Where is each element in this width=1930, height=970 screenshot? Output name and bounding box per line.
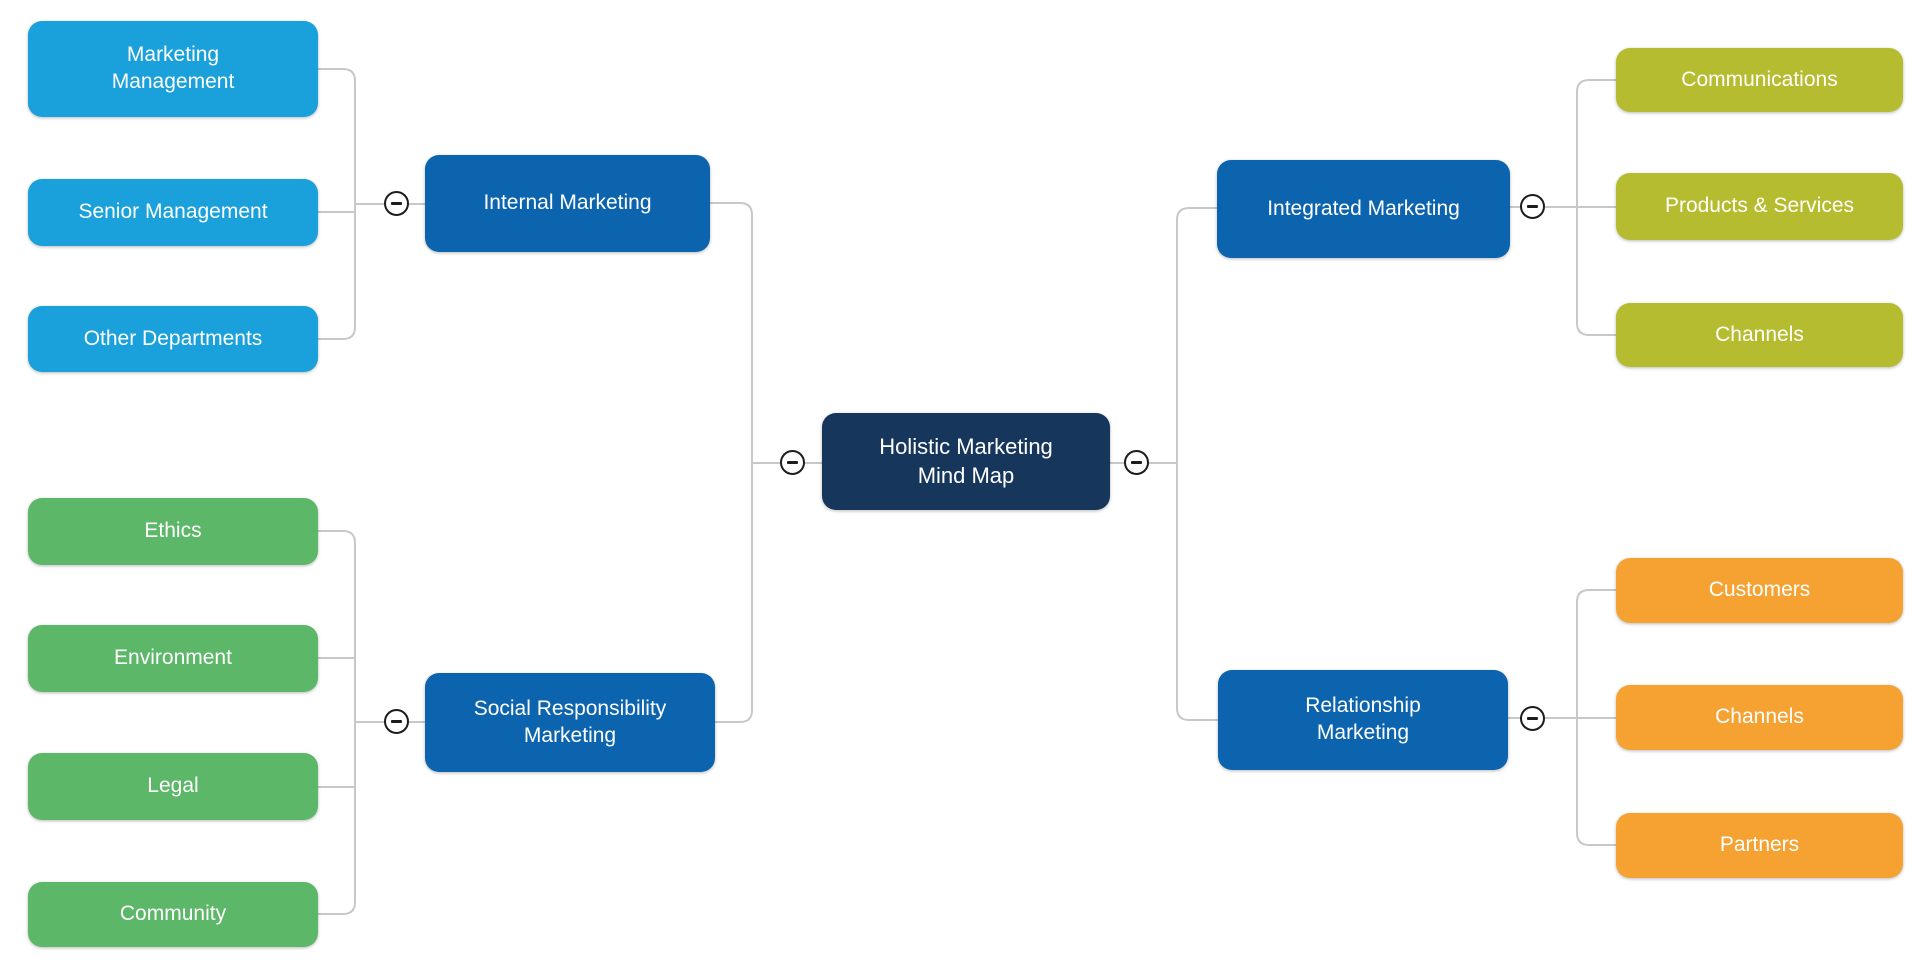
node-social-responsibility-marketing[interactable]: Social Responsibility Marketing (425, 673, 715, 772)
node-label: Communications (1681, 67, 1838, 91)
connector-integrated-children-trunk (1576, 79, 1616, 336)
node-integrated-marketing[interactable]: Integrated Marketing (1217, 160, 1510, 258)
node-customers[interactable]: Customers (1616, 558, 1903, 623)
node-partners[interactable]: Partners (1616, 813, 1903, 878)
node-label: Channels (1715, 322, 1804, 346)
node-relationship-marketing[interactable]: Relationship Marketing (1218, 670, 1508, 770)
minus-circle-icon (787, 461, 798, 464)
connector-relationship-children-trunk (1576, 589, 1616, 846)
node-marketing-management[interactable]: Marketing Management (28, 21, 318, 117)
node-label: Products & Services (1664, 194, 1855, 218)
node-other-departments[interactable]: Other Departments (28, 306, 318, 372)
node-label: Integrated Marketing (1267, 196, 1460, 220)
node-label: Community (119, 902, 227, 926)
minus-circle-icon (1527, 717, 1538, 720)
node-label: Ethics (144, 519, 202, 543)
minus-circle-icon (391, 202, 402, 205)
node-label: Social Responsibility Marketing (473, 696, 667, 747)
node-community[interactable]: Community (28, 882, 318, 947)
connector-internal-children-trunk (318, 68, 356, 340)
collapse-button-root-right[interactable] (1124, 450, 1149, 475)
minus-circle-icon (1131, 461, 1142, 464)
node-ethics[interactable]: Ethics (28, 498, 318, 565)
node-senior-management[interactable]: Senior Management (28, 179, 318, 246)
collapse-button-relationship-marketing[interactable] (1520, 706, 1545, 731)
collapse-button-root-left[interactable] (780, 450, 805, 475)
node-label: Channels (1715, 705, 1804, 729)
connector-left-main-trunk (710, 202, 753, 723)
connector-social-children-trunk (318, 530, 356, 915)
node-label: Senior Management (78, 200, 268, 224)
minus-circle-icon (391, 720, 402, 723)
node-label: Legal (147, 774, 199, 798)
node-environment[interactable]: Environment (28, 625, 318, 692)
node-channels-relationship[interactable]: Channels (1616, 685, 1903, 750)
node-label: Relationship Marketing (1305, 694, 1421, 744)
node-root-holistic-marketing[interactable]: Holistic Marketing Mind Map (822, 413, 1110, 510)
node-internal-marketing[interactable]: Internal Marketing (425, 155, 710, 252)
node-legal[interactable]: Legal (28, 753, 318, 820)
minus-circle-icon (1527, 205, 1538, 208)
collapse-button-integrated-marketing[interactable] (1520, 194, 1545, 219)
node-label: Other Departments (83, 326, 263, 350)
node-label: Environment (114, 646, 232, 670)
collapse-button-social-responsibility[interactable] (384, 709, 409, 734)
node-products-services[interactable]: Products & Services (1616, 173, 1903, 240)
node-label: Internal Marketing (483, 191, 652, 215)
collapse-button-internal-marketing[interactable] (384, 191, 409, 216)
node-label: Holistic Marketing Mind Map (879, 434, 1053, 488)
connector-right-main-trunk (1176, 207, 1218, 721)
node-communications[interactable]: Communications (1616, 48, 1903, 112)
node-channels-integrated[interactable]: Channels (1616, 303, 1903, 367)
node-label: Partners (1719, 833, 1800, 857)
node-label: Customers (1708, 578, 1811, 602)
node-label: Marketing Management (111, 43, 235, 93)
